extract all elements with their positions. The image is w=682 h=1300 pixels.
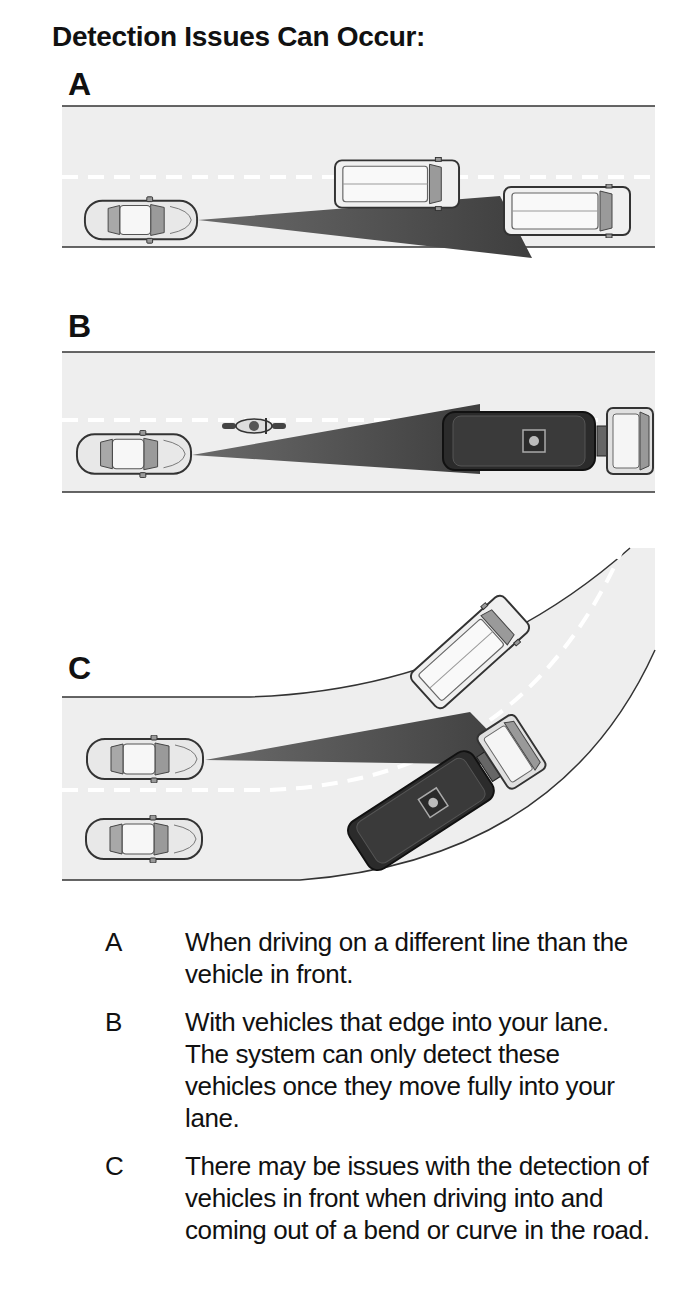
key-letter: B <box>105 1006 145 1038</box>
car <box>86 815 202 863</box>
panel-c-road <box>62 548 655 880</box>
van <box>335 157 459 210</box>
panel-letter: C <box>68 650 91 686</box>
van <box>406 591 534 714</box>
motorcycle <box>222 418 286 434</box>
sensor-cone <box>192 404 480 474</box>
van <box>504 184 630 238</box>
panel-letter: A <box>68 66 91 102</box>
description-text: When driving on a different line than th… <box>185 926 655 990</box>
panel-b-road <box>62 352 655 492</box>
own-car <box>77 430 191 477</box>
panel-letter: B <box>68 308 91 344</box>
title: Detection Issues Can Occur: <box>52 20 652 54</box>
description-text: With vehicles that edge into your lane. … <box>185 1006 655 1134</box>
tanker-truck <box>341 713 547 878</box>
key-letter: C <box>105 1150 145 1182</box>
key-letter: A <box>105 926 145 958</box>
own-car <box>85 197 197 243</box>
description-text: There may be issues with the detection o… <box>185 1150 655 1246</box>
own-car <box>87 735 203 783</box>
tanker-truck <box>443 408 653 474</box>
